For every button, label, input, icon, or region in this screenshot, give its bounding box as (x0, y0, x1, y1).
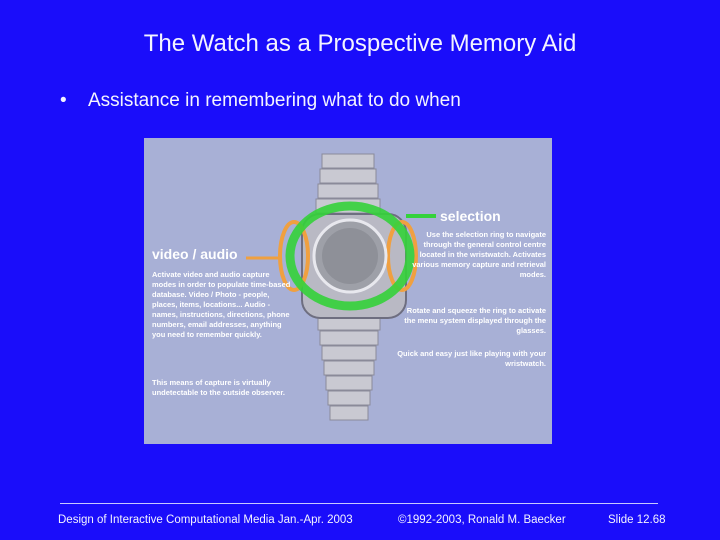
quick-description: Quick and easy just like playing with yo… (397, 349, 546, 368)
bullet-text: Assistance in remembering what to do whe… (88, 90, 461, 111)
selection-description: Use the selection ring to navigate throu… (412, 230, 546, 279)
video-audio-label: video / audio (152, 246, 238, 262)
slide-title: The Watch as a Prospective Memory Aid (143, 30, 577, 57)
left-side-button (278, 220, 310, 292)
video-audio-description: Activate video and audio capture modes i… (152, 270, 291, 339)
footer-course: Design of Interactive Computational Medi… (58, 514, 353, 526)
rotate-description: Rotate and squeeze the ring to activate … (404, 306, 546, 335)
right-side-button (386, 220, 418, 292)
watch-lower-band (317, 315, 381, 421)
watch-illustration: selection Use the selection ring to navi… (144, 138, 552, 444)
selection-ring (285, 201, 415, 311)
watch-drawing (246, 153, 436, 421)
bullet-marker: • (60, 90, 67, 111)
watch-face (322, 228, 378, 284)
footer-divider (60, 503, 658, 504)
capture-description: This means of capture is virtually undet… (152, 378, 285, 397)
footer-slide-number: Slide 12.68 (608, 514, 666, 526)
selection-label: selection (440, 208, 501, 224)
footer-copyright: ©1992-2003, Ronald M. Baecker (398, 514, 566, 526)
